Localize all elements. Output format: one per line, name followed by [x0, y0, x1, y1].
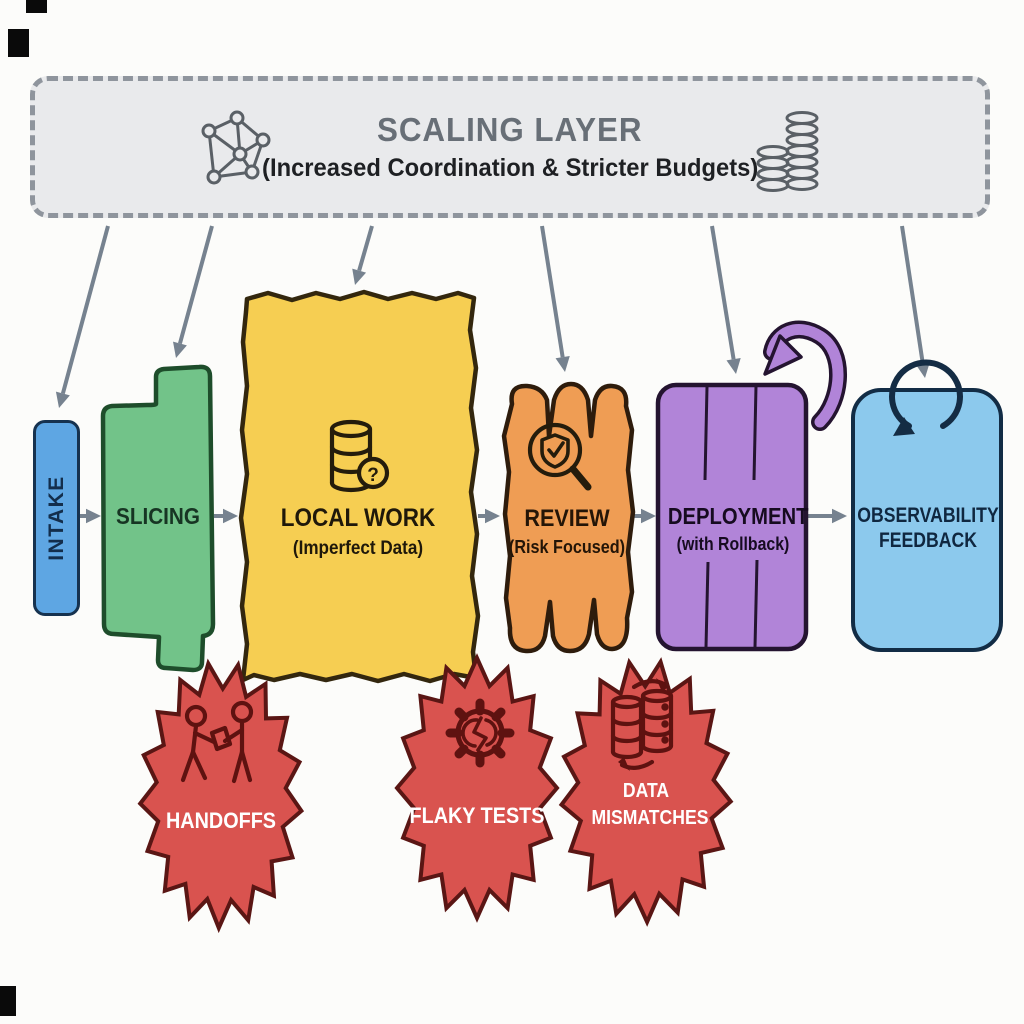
arrow-scaling-to-review — [540, 225, 570, 372]
stage-review-title: REVIEW — [524, 505, 610, 532]
shield-magnifier-icon — [527, 422, 592, 491]
database-sync-icon — [610, 678, 674, 771]
pain-handoffs-badge — [137, 658, 305, 934]
banner-subtitle: (Increased Coordination & Stricter Budge… — [261, 154, 759, 182]
arrow-slicing-to-local-work — [214, 508, 238, 524]
stage-intake-label: INTAKE — [44, 475, 68, 561]
arrow-deployment-to-observability — [806, 508, 847, 524]
stage-slicing-label: SLICING — [116, 503, 200, 529]
stage-deployment-sublabel: (with Rollback) — [676, 534, 790, 555]
stage-deployment-label: DEPLOYMENT (with Rollback) — [668, 503, 809, 555]
corner-artifact — [0, 986, 16, 1016]
stage-local-work-sublabel: (Imperfect Data) — [292, 537, 424, 559]
pain-flaky-tests-badge — [394, 653, 560, 923]
pain-flaky-tests-label: FLAKY TESTS — [409, 803, 545, 828]
stage-deployment-title: DEPLOYMENT — [667, 503, 809, 529]
stage-observability — [851, 388, 1003, 652]
arrow-scaling-to-observability — [900, 225, 930, 378]
arrow-scaling-to-slicing — [173, 225, 214, 358]
arrow-local-work-to-review — [478, 508, 500, 524]
pain-handoffs-label: HANDOFFS — [166, 808, 276, 833]
stage-review-label: REVIEW (Risk Focused) — [508, 505, 627, 559]
banner-title: SCALING LAYER — [377, 111, 643, 148]
stage-review-sublabel: (Risk Focused) — [508, 537, 626, 558]
arrow-intake-to-slicing — [80, 508, 101, 524]
stage-local-work-label: LOCAL WORK (Imperfect Data) — [257, 504, 459, 560]
stage-observability-label: OBSERVABILITY FEEDBACK — [857, 504, 999, 552]
corner-artifact — [8, 29, 29, 57]
arrow-scaling-to-deployment — [710, 225, 741, 374]
stage-intake: INTAKE — [33, 420, 80, 616]
arrow-scaling-to-intake — [55, 225, 110, 408]
database-question-icon — [329, 419, 390, 493]
gear-crack-icon — [445, 698, 515, 768]
rollback-arrow-icon — [763, 320, 847, 431]
stage-local-work-shape — [238, 289, 481, 684]
stage-local-work-title: LOCAL WORK — [280, 504, 436, 532]
handoff-people-icon — [180, 700, 254, 784]
pain-data-mismatches-label: DATA MISMATCHES — [591, 780, 709, 829]
question-mark-glyph: ? — [367, 465, 379, 486]
arrow-scaling-to-local-work — [352, 225, 374, 285]
scaling-layer-banner: SCALING LAYER (Increased Coordination & … — [30, 76, 990, 218]
arrow-review-to-deployment — [634, 508, 656, 524]
corner-artifact — [26, 0, 47, 13]
